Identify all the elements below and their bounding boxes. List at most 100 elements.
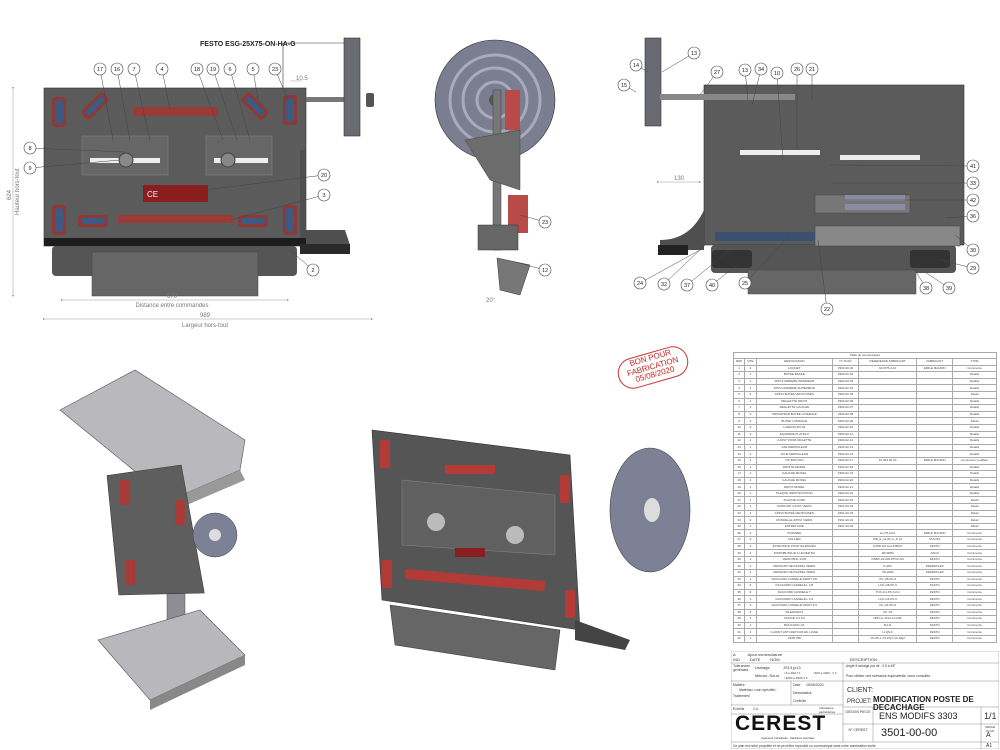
leader-line bbox=[817, 239, 828, 310]
bom-cell bbox=[832, 529, 859, 538]
bottom-rail bbox=[44, 238, 306, 246]
bom-cell: APPUI ARRIERE INFERIEUR bbox=[755, 377, 834, 386]
callout-number: 25 bbox=[742, 281, 748, 287]
bom-cell: Detail bbox=[952, 522, 997, 531]
bom-cell: 3303-02-21 bbox=[832, 483, 859, 491]
bom-cell bbox=[832, 549, 859, 557]
bom-cell: Detail bbox=[952, 516, 997, 524]
bom-cell: BUTEE LATERALE bbox=[755, 417, 834, 425]
bom-cell: RESSORT DE RAPPEL VERIN bbox=[755, 562, 834, 570]
bom-cell bbox=[832, 582, 859, 590]
bom-cell bbox=[832, 562, 859, 570]
bom-cell bbox=[832, 569, 859, 577]
bom-cell bbox=[857, 410, 918, 419]
bom-cell bbox=[916, 423, 954, 432]
bom-cell: 14 bbox=[732, 450, 746, 458]
bom-cell: 3301-00-05 bbox=[832, 522, 859, 531]
bom-cell bbox=[916, 437, 954, 445]
bom-cell: Commerce bbox=[952, 601, 997, 610]
callout-number: 13 bbox=[691, 51, 697, 57]
matiere-value: Matériau <non spécifié> bbox=[739, 688, 777, 692]
callout-balloon bbox=[966, 176, 980, 190]
bom-cell: RACCORD CANNELE T bbox=[755, 588, 834, 597]
callout-number: 40 bbox=[709, 283, 715, 289]
bom-cell: UC-1/4 bbox=[857, 608, 918, 617]
bom-cell bbox=[916, 390, 954, 399]
callout-number: 42 bbox=[970, 198, 976, 204]
bom-cell: EMILE MAURIN bbox=[916, 364, 954, 373]
callout-number: 24 bbox=[637, 281, 643, 287]
bom-cell bbox=[832, 634, 859, 643]
bom-cell: Details bbox=[952, 404, 997, 412]
bom-cell bbox=[857, 417, 918, 425]
bom-cell: AJUST POUR MOLETTE bbox=[755, 437, 834, 445]
bom-cell bbox=[916, 470, 954, 478]
bom-cell: Detail bbox=[952, 390, 997, 399]
callout-balloon bbox=[820, 302, 834, 316]
index-value: A bbox=[986, 732, 991, 739]
callout-balloon bbox=[966, 243, 980, 257]
bom-cell: 37 bbox=[732, 601, 746, 610]
bom-cell bbox=[857, 371, 918, 379]
bom-cell: VN-05-L-T3-PQ1-VA-RQ2 bbox=[857, 634, 918, 643]
bom-cell: 28 bbox=[732, 542, 746, 551]
bom-cell: 40 bbox=[732, 621, 746, 630]
bom-cell: VIS BOUTON bbox=[755, 456, 834, 465]
bom-cell: JOUE DEROULEUR bbox=[755, 450, 834, 458]
bom-cell: FESTO bbox=[916, 628, 954, 636]
bom-cell: 35 bbox=[732, 588, 746, 597]
bom-cell: 3303-02-17 bbox=[832, 456, 859, 465]
callout-balloon bbox=[705, 278, 719, 292]
bom-header-cell: N° PLAN bbox=[832, 358, 859, 366]
bom-cell: Commerce bbox=[952, 536, 997, 544]
matiere-label: Matière bbox=[733, 683, 745, 687]
leader-line bbox=[229, 194, 325, 221]
bom-cell: 3303-02-14 bbox=[832, 450, 859, 458]
bom-cell: LCK-1/4-PK-6 bbox=[857, 595, 918, 603]
callout-number: 2 bbox=[311, 268, 314, 274]
callout-balloon bbox=[617, 78, 631, 92]
index-label: INDICE PLAN bbox=[984, 725, 996, 733]
bom-cell: Commerce bbox=[952, 542, 997, 551]
callout-number: 33 bbox=[970, 181, 976, 187]
bom-cell bbox=[832, 601, 859, 610]
bom-cell: 29 bbox=[732, 549, 746, 557]
leader-line bbox=[161, 68, 171, 111]
callout-balloon bbox=[790, 62, 804, 76]
bom-cell bbox=[916, 430, 954, 439]
bom-cell bbox=[832, 615, 859, 623]
bom-cell: FERROFLEX bbox=[916, 569, 954, 577]
bom-cell: 2 bbox=[732, 371, 746, 379]
usage-text: Pour utiliser une tolérance équivalente,… bbox=[846, 674, 931, 678]
bom-cell: GN 875-4-10 bbox=[857, 364, 918, 373]
bom-cell: CK-1/4-PK-6 bbox=[857, 601, 918, 610]
bom-cell: 39 bbox=[732, 615, 746, 623]
bom-cell bbox=[857, 390, 918, 399]
bom-cell: 1 bbox=[744, 377, 757, 386]
iso-view-stand bbox=[59, 369, 246, 710]
bom-cell: 3303-02-09 bbox=[832, 417, 859, 425]
bom-cell: Commerce bbox=[952, 562, 997, 570]
callout-number: 34 bbox=[758, 67, 764, 73]
bom-cell: Commerce bbox=[952, 569, 997, 577]
callout-number: 4 bbox=[160, 67, 163, 73]
bom-cell: VENTURI bbox=[755, 634, 834, 643]
bom-cell: 38 bbox=[732, 608, 746, 617]
ce-plate bbox=[143, 185, 208, 202]
revision-headers: IND DATE NOM DESCRIPTION bbox=[733, 657, 877, 662]
callout-number: 6 bbox=[228, 67, 231, 73]
bom-cell: 24 bbox=[732, 516, 746, 524]
bom-cell: PLAQUE IDENTIFICATION bbox=[755, 489, 834, 498]
bom-cell: Details bbox=[952, 410, 997, 419]
callout-balloon bbox=[206, 62, 220, 76]
callout-number: 21 bbox=[809, 67, 815, 73]
bom-cell: 2 bbox=[744, 536, 757, 544]
echelle-value: 1:4 bbox=[753, 707, 758, 711]
rev-header-description: DESCRIPTION bbox=[849, 657, 877, 662]
bom-cell: Commerce bbox=[952, 529, 997, 538]
bom-cell bbox=[916, 503, 954, 511]
tray bbox=[91, 251, 259, 297]
